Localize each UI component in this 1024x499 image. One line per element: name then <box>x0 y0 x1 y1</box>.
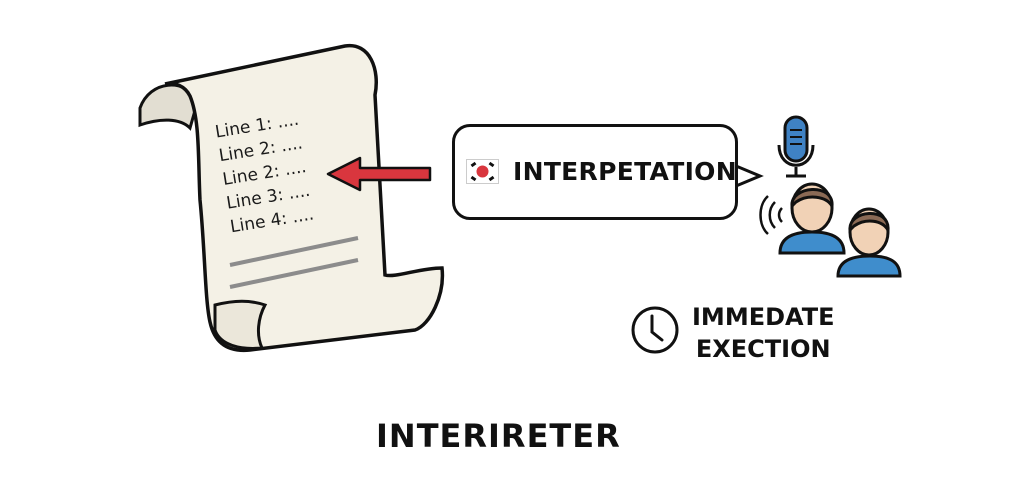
sound-waves-icon <box>759 195 783 235</box>
speaker-person-icon <box>778 182 846 255</box>
microphone-icon <box>777 115 815 178</box>
scroll-body <box>164 44 445 353</box>
interpretation-label: INTERPETATION <box>513 157 737 186</box>
scroll-document: Line 1: ....Line 2: ....Line 2: ....Line… <box>138 44 445 353</box>
interpretation-speech-bubble <box>452 124 738 220</box>
diagram-title: INTERIRETER <box>376 417 621 455</box>
scroll-bottom-curl <box>213 299 268 350</box>
placeholder-bar <box>229 258 359 289</box>
execution-line-1: IMMEDATE <box>692 303 835 331</box>
execution-line-2: EXECTION <box>695 335 831 363</box>
south-korea-flag-icon <box>466 159 499 184</box>
placeholder-bar <box>229 236 359 267</box>
listener-person-icon <box>836 207 902 278</box>
clock-icon <box>631 306 679 354</box>
immediate-execution-label: IMMEDATE EXECTION <box>692 301 835 365</box>
speech-bubble-tail <box>735 164 764 188</box>
pointer-arrow <box>326 156 432 192</box>
